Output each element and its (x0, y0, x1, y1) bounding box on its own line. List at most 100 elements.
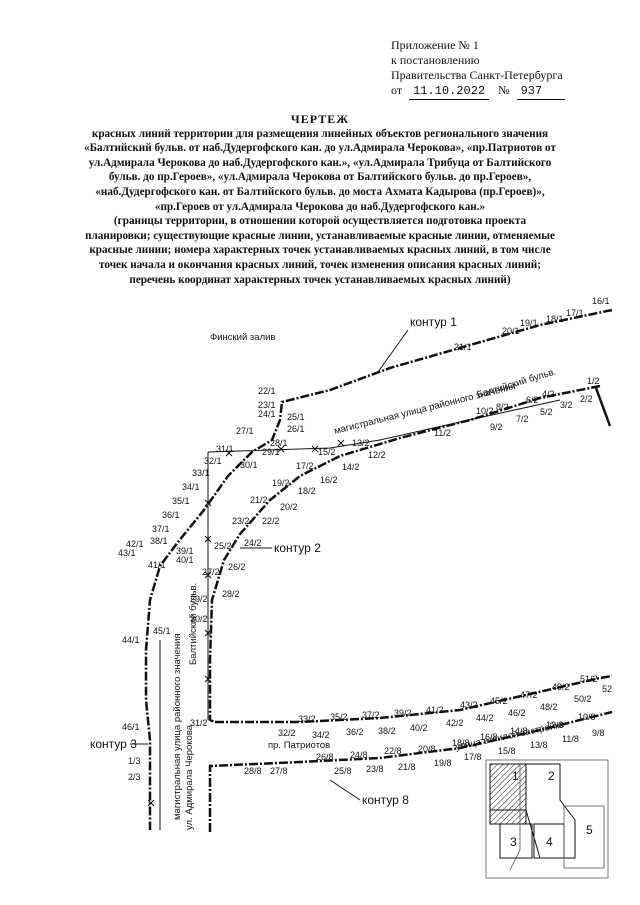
point-label: 49/2 (552, 682, 570, 692)
point-label: 1/2 (587, 376, 600, 386)
contour-1-red-line (144, 308, 613, 830)
point-label: 13/2 (352, 438, 370, 448)
point-label: 43/2 (460, 700, 478, 710)
point-label: 21/8 (398, 762, 416, 772)
contour-1-leader (377, 329, 409, 373)
point-label: 19/8 (434, 758, 452, 768)
contour-1-label: контур 1 (410, 315, 457, 329)
point-label: 31/2 (190, 718, 208, 728)
point-label: 23/2 (232, 516, 250, 526)
point-label: 30/2 (190, 614, 208, 624)
point-label: 17/1 (566, 308, 584, 318)
point-label: 36/1 (162, 510, 180, 520)
document-title: ЧЕРТЕЖ красных линий территории для разм… (20, 112, 620, 287)
point-label: 14/8 (510, 726, 528, 736)
point-label: 38/1 (150, 536, 168, 546)
contour-2-label: контур 2 (274, 541, 321, 555)
point-label: 19/1 (520, 318, 538, 328)
title-line: «пр.Героев от ул.Адмирала Черокова до на… (154, 200, 486, 213)
contour-8-leader (329, 779, 361, 801)
point-label: 1/3 (128, 756, 141, 766)
point-label: 48/2 (540, 702, 558, 712)
point-label: 52 (602, 684, 612, 694)
point-label: 25/8 (334, 766, 352, 776)
contour-2-south-line (215, 674, 613, 724)
point-label: 15/2 (318, 447, 336, 457)
point-label: 14/2 (342, 462, 360, 472)
point-label: 21/2 (250, 495, 268, 505)
point-label: 12/8 (546, 720, 564, 730)
point-label: 21/1 (454, 342, 472, 352)
street-baltic-vertical: Балтийский бульв. (188, 583, 199, 665)
point-label: 13/8 (530, 740, 548, 750)
point-label: 10/2 (476, 406, 494, 416)
point-label: 31/1 (216, 444, 234, 454)
point-label: 15/8 (498, 746, 516, 756)
point-label: 29/2 (190, 594, 208, 604)
appendix-title: Приложение № 1 (391, 38, 479, 52)
point-label: 25/1 (287, 412, 305, 422)
point-label: 44/1 (122, 635, 140, 645)
contour-8-label: контур 8 (362, 793, 409, 807)
point-label: 8/2 (496, 402, 509, 412)
point-label: 42/1 (126, 539, 144, 549)
heading: ЧЕРТЕЖ (290, 112, 350, 126)
inset-label-1: 1 (512, 769, 519, 783)
point-label: 19/2 (272, 478, 290, 488)
point-label: 41/1 (148, 560, 166, 570)
point-label: 45/2 (490, 696, 508, 706)
point-label: 47/2 (520, 690, 538, 700)
point-label: 18/1 (546, 314, 564, 324)
appendix-subtitle: к постановлению (391, 53, 480, 67)
point-label: 41/2 (426, 705, 444, 715)
point-label: 11/8 (562, 734, 579, 744)
point-label: 28/8 (244, 766, 262, 776)
point-label: 40/2 (410, 723, 428, 733)
point-label: 45/1 (153, 626, 171, 636)
point-labels-contour-8: 9/8 10/8 11/8 12/8 13/8 14/8 15/8 16/8 1… (244, 712, 605, 776)
point-label: 37/1 (152, 524, 170, 534)
from-label: от (391, 83, 403, 97)
point-labels-contour-1: 16/1 17/1 18/1 19/1 20/1 21/1 22/1 23/1 … (118, 296, 610, 782)
point-label: 46/2 (508, 708, 526, 718)
title-line: красных линий территории для размещения … (91, 127, 549, 140)
inset-label-4: 4 (546, 835, 553, 849)
point-label: 9/8 (592, 728, 605, 738)
point-label: 6/2 (526, 395, 539, 405)
gulf-label: Финский залив (210, 332, 275, 343)
point-label: 27/8 (270, 766, 288, 776)
title-line: ул.Адмирала Черокова до наб.Дудергофског… (88, 156, 552, 169)
point-label: 24/2 (244, 538, 262, 548)
inset-label-5: 5 (586, 823, 593, 837)
title-line: бульв. до пр.Героев», «ул.Адмирала Черок… (108, 171, 532, 184)
point-label: 9/2 (490, 422, 503, 432)
point-label: 38/2 (378, 726, 396, 736)
point-label: 27/1 (236, 426, 254, 436)
point-label: 16/2 (320, 475, 338, 485)
contour-3-label: контур 3 (90, 737, 137, 751)
point-label: 44/2 (476, 713, 494, 723)
street-patriotov: пр. Патриотов (268, 740, 330, 751)
appendix-date-line: от 11.10.2022 № 937 (391, 83, 565, 100)
point-label: 26/2 (228, 562, 246, 572)
point-label: 23/1 (258, 400, 276, 410)
point-label: 26/8 (316, 752, 334, 762)
contour-2-red-line (208, 384, 601, 724)
point-label: 34/1 (182, 482, 200, 492)
point-label: 22/1 (258, 386, 276, 396)
point-label: 27/2 (202, 567, 220, 577)
point-label: 51/2 (580, 674, 598, 684)
title-line: планировки; существующие красные линии, … (85, 229, 555, 242)
number-label: № (498, 83, 510, 97)
point-label: 42/2 (446, 718, 464, 728)
point-label: 17/2 (296, 461, 314, 471)
title-line: (границы территории, в отношении которой… (113, 215, 527, 228)
decree-number: 937 (516, 84, 565, 100)
point-label: 16/8 (480, 732, 498, 742)
title-line: «наб.Дудергофского кан. от Балтийского б… (95, 185, 545, 198)
point-label: 24/8 (350, 750, 368, 760)
point-label: 29/1 (262, 447, 280, 457)
street-regional-main-vertical: магистральная улица районного значения (172, 633, 183, 820)
point-label: 30/1 (240, 460, 258, 470)
appendix-authority: Правительства Санкт-Петербурга (391, 68, 563, 82)
